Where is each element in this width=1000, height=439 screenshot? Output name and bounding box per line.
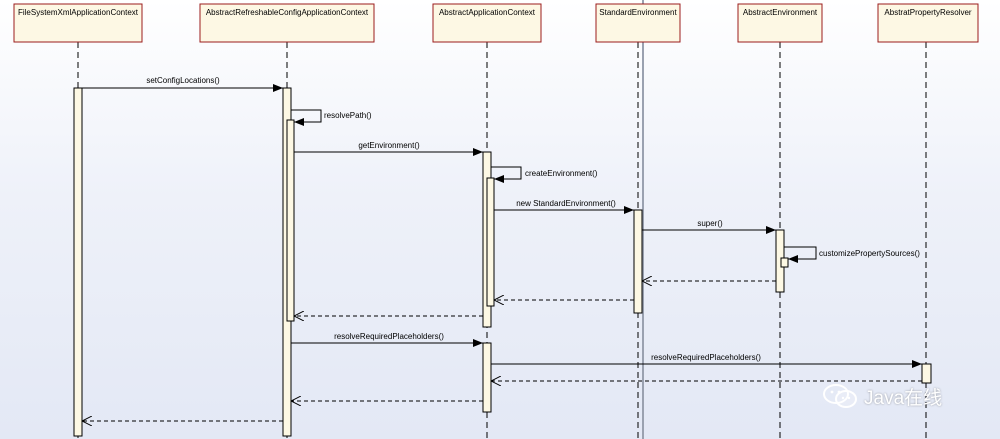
lifelines — [77, 42, 927, 439]
svg-text:AbstractEnvironment: AbstractEnvironment — [743, 8, 818, 17]
activation-abstractenvironment-inner — [780, 257, 789, 268]
label-setconfiglocations: setConfigLocations() — [146, 76, 220, 85]
sync-calls — [82, 84, 922, 368]
watermark: Java在线 — [822, 382, 942, 410]
svg-text:StandardEnvironment: StandardEnvironment — [599, 8, 677, 17]
call-createenvironment — [491, 166, 522, 183]
activation-refreshable-inner — [286, 119, 295, 322]
call-customizepropertysources — [784, 246, 817, 263]
label-new-standardenvironment: new StandardEnvironment() — [516, 199, 616, 208]
message-labels: setConfigLocations() resolvePath() getEn… — [146, 76, 920, 362]
label-resolverequiredplaceholders-2: resolveRequiredPlaceholders() — [651, 353, 761, 362]
activation-standardenvironment — [633, 209, 643, 314]
call-resolvepath — [291, 109, 322, 126]
svg-text:AbstratPropertyResolver: AbstratPropertyResolver — [884, 8, 971, 17]
activation-propertyresolver — [921, 363, 932, 384]
label-getenvironment: getEnvironment() — [358, 141, 420, 150]
participant-standardenvironment: StandardEnvironment — [595, 3, 681, 43]
label-createenvironment: createEnvironment() — [525, 169, 598, 178]
participant-headers: FileSystemXmlApplicationContext Abstract… — [13, 3, 979, 43]
participant-propertyresolver: AbstratPropertyResolver — [877, 3, 979, 43]
activation-application-1-inner — [486, 177, 495, 307]
wechat-logo-icon — [823, 384, 857, 408]
activation-filesystemxml — [73, 87, 83, 437]
label-resolverequiredplaceholders-1: resolveRequiredPlaceholders() — [334, 332, 444, 341]
label-customizepropertysources: customizePropertySources() — [819, 249, 920, 258]
participant-abstractenvironment: AbstractEnvironment — [737, 3, 823, 43]
svg-text:AbstractApplicationContext: AbstractApplicationContext — [439, 8, 536, 17]
activation-bars — [73, 87, 932, 437]
participant-filesystemxml: FileSystemXmlApplicationContext — [13, 3, 143, 43]
label-super: super() — [697, 219, 723, 228]
svg-text:AbstractRefreshableConfigAppli: AbstractRefreshableConfigApplicationCont… — [206, 8, 369, 17]
svg-text:FileSystemXmlApplicationContex: FileSystemXmlApplicationContext — [18, 8, 139, 17]
activation-application-2 — [482, 342, 492, 413]
participant-abstractrefreshable: AbstractRefreshableConfigApplicationCont… — [199, 3, 375, 43]
participant-abstractapplication: AbstractApplicationContext — [432, 3, 542, 43]
watermark-text: Java在线 — [864, 387, 943, 409]
label-resolvepath: resolvePath() — [324, 111, 372, 120]
return-messages — [82, 281, 922, 421]
